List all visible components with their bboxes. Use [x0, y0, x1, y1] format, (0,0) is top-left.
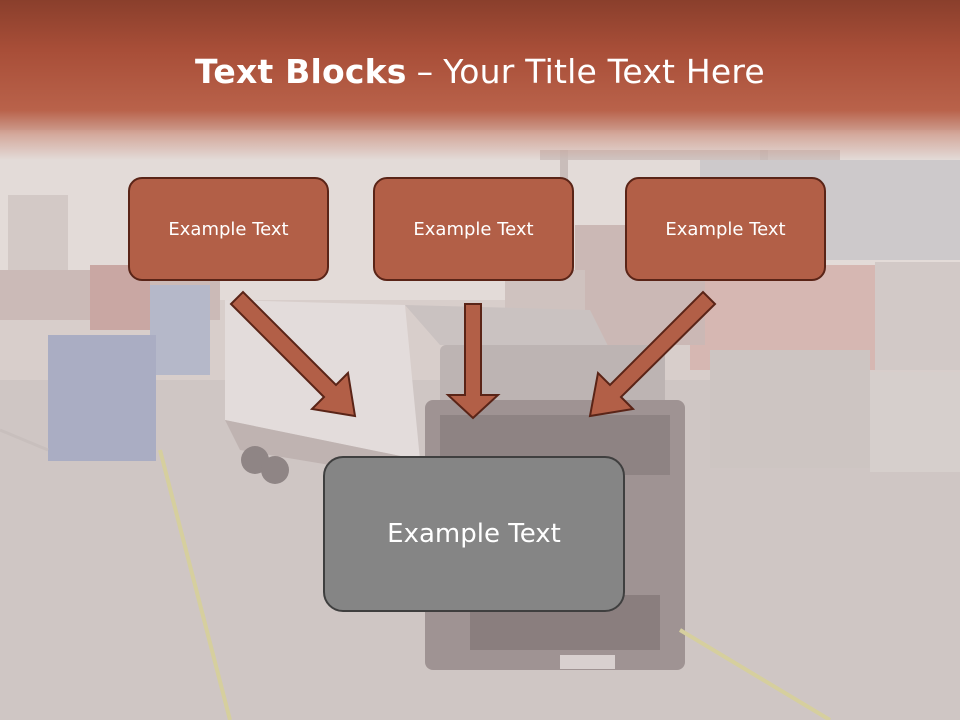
slide-title: Text Blocks–Your Title Text Here [0, 52, 960, 91]
main-text-block[interactable]: Example Text [323, 456, 625, 612]
text-block-2[interactable]: Example Text [373, 177, 574, 281]
text-block-3-label: Example Text [665, 218, 786, 240]
title-separator: – [416, 52, 434, 91]
main-text-block-label: Example Text [387, 519, 561, 549]
text-block-2-label: Example Text [413, 218, 534, 240]
title-bold: Text Blocks [195, 52, 407, 91]
title-rest: Your Title Text Here [443, 52, 765, 91]
header-band [0, 0, 960, 160]
text-block-1[interactable]: Example Text [128, 177, 329, 281]
text-block-3[interactable]: Example Text [625, 177, 826, 281]
text-block-1-label: Example Text [168, 218, 289, 240]
